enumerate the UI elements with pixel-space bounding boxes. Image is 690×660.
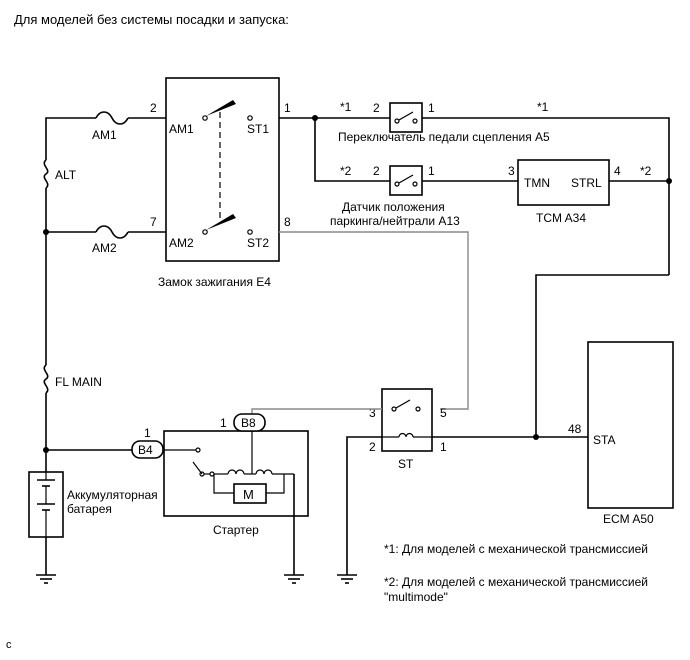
note-2-line2: "multimode" [384,590,448,604]
tcm-box [517,159,610,206]
clutch-pin-left: 2 [373,101,380,115]
ignition-st1-label: ST1 [247,122,269,136]
am2-fuse-label: AM2 [92,241,117,255]
battery-label-line1: Аккумуляторная [67,488,158,502]
starter-connector-b8 [233,413,266,432]
starter-pin-b8: 1 [220,416,227,430]
st-relay-contact-icon [391,399,421,412]
st-relay-pin2: 2 [369,440,376,454]
ignition-am1-label: AM1 [169,122,194,136]
st-relay-pin1: 1 [440,440,447,454]
ecm-pin-sta: 48 [568,422,582,436]
alt-fusible-link-icon [43,159,49,189]
starter-internal-circuit [163,431,294,494]
clutch-switch-box [389,102,423,133]
ground-icon [36,574,56,584]
ecm-box [587,341,674,509]
clutch-switch-label: Переключатель педали сцепления A5 [338,130,550,144]
diagram-header: Для моделей без системы посадки и запуск… [14,12,289,27]
st-relay-box [381,388,433,452]
starter-pin-b4: 1 [144,426,151,440]
ecm-sta-label: STA [593,433,615,447]
tcm-tmn-label: TMN [524,176,550,190]
ignition-pin-am2: 7 [150,215,157,229]
clutch-switch-contact-icon [394,111,418,124]
ignition-switch-label: Замок зажигания E4 [158,275,271,289]
fl-main-label: FL MAIN [55,375,102,389]
clutch-pin-right: 1 [428,101,435,115]
st-relay-pin5: 5 [440,406,447,420]
tcm-pin-tmn: 3 [508,164,515,178]
st-relay-pin3: 3 [369,406,376,420]
starter-b4-label: B4 [138,443,153,457]
park-sensor-label-line2: паркинга/нейтрали A13 [330,214,460,228]
battery-label-line2: батарея [67,502,112,516]
fl-main-fusible-link-icon [43,364,49,394]
starter-b8-label: B8 [241,416,256,430]
starter-motor-label: M [243,487,254,502]
ground-icon [284,574,304,584]
am2-fuse-icon [95,225,129,239]
ignition-switch-box [165,77,280,262]
ignition-pin-st1: 1 [284,101,291,115]
park-pin-left: 2 [373,164,380,178]
ignition-pin-st2: 8 [284,215,291,229]
tcm-strl-label: STRL [571,176,602,190]
alt-label: ALT [55,168,77,182]
ignition-st2-label: ST2 [247,236,269,250]
park-sensor-label-line1: Датчик положения [342,200,445,214]
tcm-pin-strl: 4 [614,164,621,178]
ecm-label: ECM A50 [603,512,654,526]
corner-code: c [6,639,12,651]
am1-fuse-icon [95,111,129,125]
park-sensor-box [389,165,423,196]
ignition-pin-am1: 2 [150,101,157,115]
st-relay-coil-icon [382,432,432,438]
battery-icon [37,472,55,537]
park-mark: *2 [340,164,352,178]
note-1: *1: Для моделей с механической трансмисс… [384,542,648,556]
park-sensor-contact-icon [394,174,418,187]
clutch-mark-right: *1 [537,100,549,114]
starter-label: Стартер [213,523,259,537]
ground-icon [337,574,357,584]
starter-motor-icon [233,483,267,504]
tcm-mark: *2 [640,164,652,178]
am1-fuse-label: AM1 [92,128,117,142]
ignition-am2-label: AM2 [169,236,194,250]
tcm-label: TCM A34 [536,211,586,225]
clutch-mark-left: *1 [340,100,352,114]
power-rail [43,117,96,472]
st-relay-label: ST [398,457,414,471]
note-2-line1: *2: Для моделей с механической трансмисс… [384,575,648,589]
ignition-contact-icon [202,100,253,235]
park-pin-right: 1 [428,164,435,178]
